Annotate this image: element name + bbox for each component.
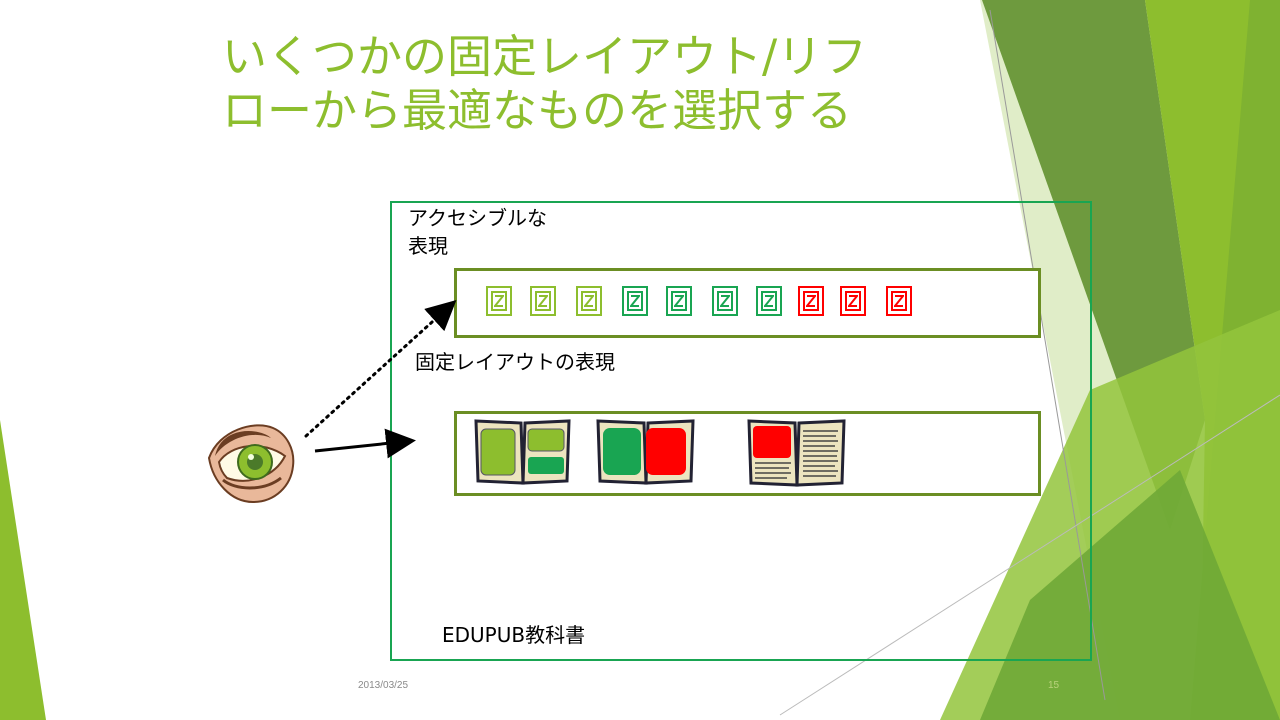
accessible-item-frame <box>535 291 551 311</box>
accessible-item-frame <box>891 291 907 311</box>
z-glyph-icon <box>720 295 730 307</box>
accessible-item-frame <box>491 291 507 311</box>
accessible-item-frame <box>671 291 687 311</box>
book-icon-1 <box>474 419 571 485</box>
slide-title-line-1: いくつかの固定レイアウト/リフ <box>222 30 868 83</box>
slide-title-line-2: ローから最適なものを選択する <box>222 84 853 137</box>
z-glyph-icon <box>538 295 548 307</box>
accessible-label-line-2: 表現 <box>408 234 448 258</box>
accessible-item-6 <box>712 286 738 316</box>
z-glyph-icon <box>894 295 904 307</box>
z-glyph-icon <box>674 295 684 307</box>
fixed-layout-label: 固定レイアウトの表現 <box>415 350 615 374</box>
z-glyph-icon <box>584 295 594 307</box>
accessible-item-5 <box>666 286 692 316</box>
footer-date: 2013/03/25 <box>358 680 409 691</box>
eye-icon <box>207 424 295 504</box>
accessible-item-frame <box>761 291 777 311</box>
accessible-item-frame <box>845 291 861 311</box>
book-icon-3 <box>747 419 846 487</box>
z-glyph-icon <box>630 295 640 307</box>
accessible-item-10 <box>886 286 912 316</box>
accessible-item-7 <box>756 286 782 316</box>
z-glyph-icon <box>848 295 858 307</box>
accessible-item-8 <box>798 286 824 316</box>
accessible-item-frame <box>803 291 819 311</box>
accessible-item-frame <box>627 291 643 311</box>
book-icon-2 <box>596 419 695 485</box>
accessible-item-9 <box>840 286 866 316</box>
accessible-label-line-1: アクセシブルな <box>408 206 547 230</box>
edupub-label: EDUPUB教科書 <box>442 623 586 647</box>
accessible-item-1 <box>486 286 512 316</box>
slide-title: いくつかの固定レイアウト/リフ ローから最適なものを選択する <box>222 30 982 138</box>
accessible-representation-label: アクセシブルな 表現 <box>408 204 547 260</box>
z-glyph-icon <box>494 295 504 307</box>
accessible-item-3 <box>576 286 602 316</box>
accessible-item-2 <box>530 286 556 316</box>
accessible-item-frame <box>717 291 733 311</box>
z-glyph-icon <box>764 295 774 307</box>
z-glyph-icon <box>806 295 816 307</box>
accessible-item-frame <box>581 291 597 311</box>
accessible-item-4 <box>622 286 648 316</box>
slide-number: 15 <box>1048 680 1060 691</box>
